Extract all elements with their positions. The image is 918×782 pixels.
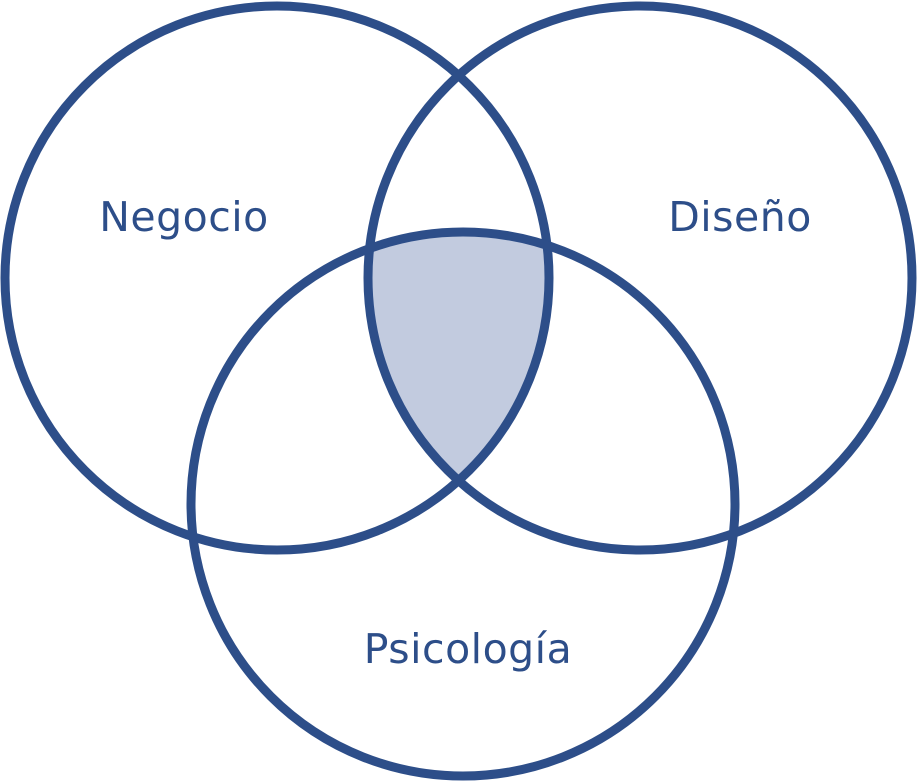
circle-diseno [363,1,917,555]
label-psicologia: Psicología [364,625,572,673]
circle-psicologia [186,227,740,781]
circle-negocio [0,1,554,555]
label-negocio: Negocio [99,193,269,241]
label-diseno: Diseño [668,193,812,241]
